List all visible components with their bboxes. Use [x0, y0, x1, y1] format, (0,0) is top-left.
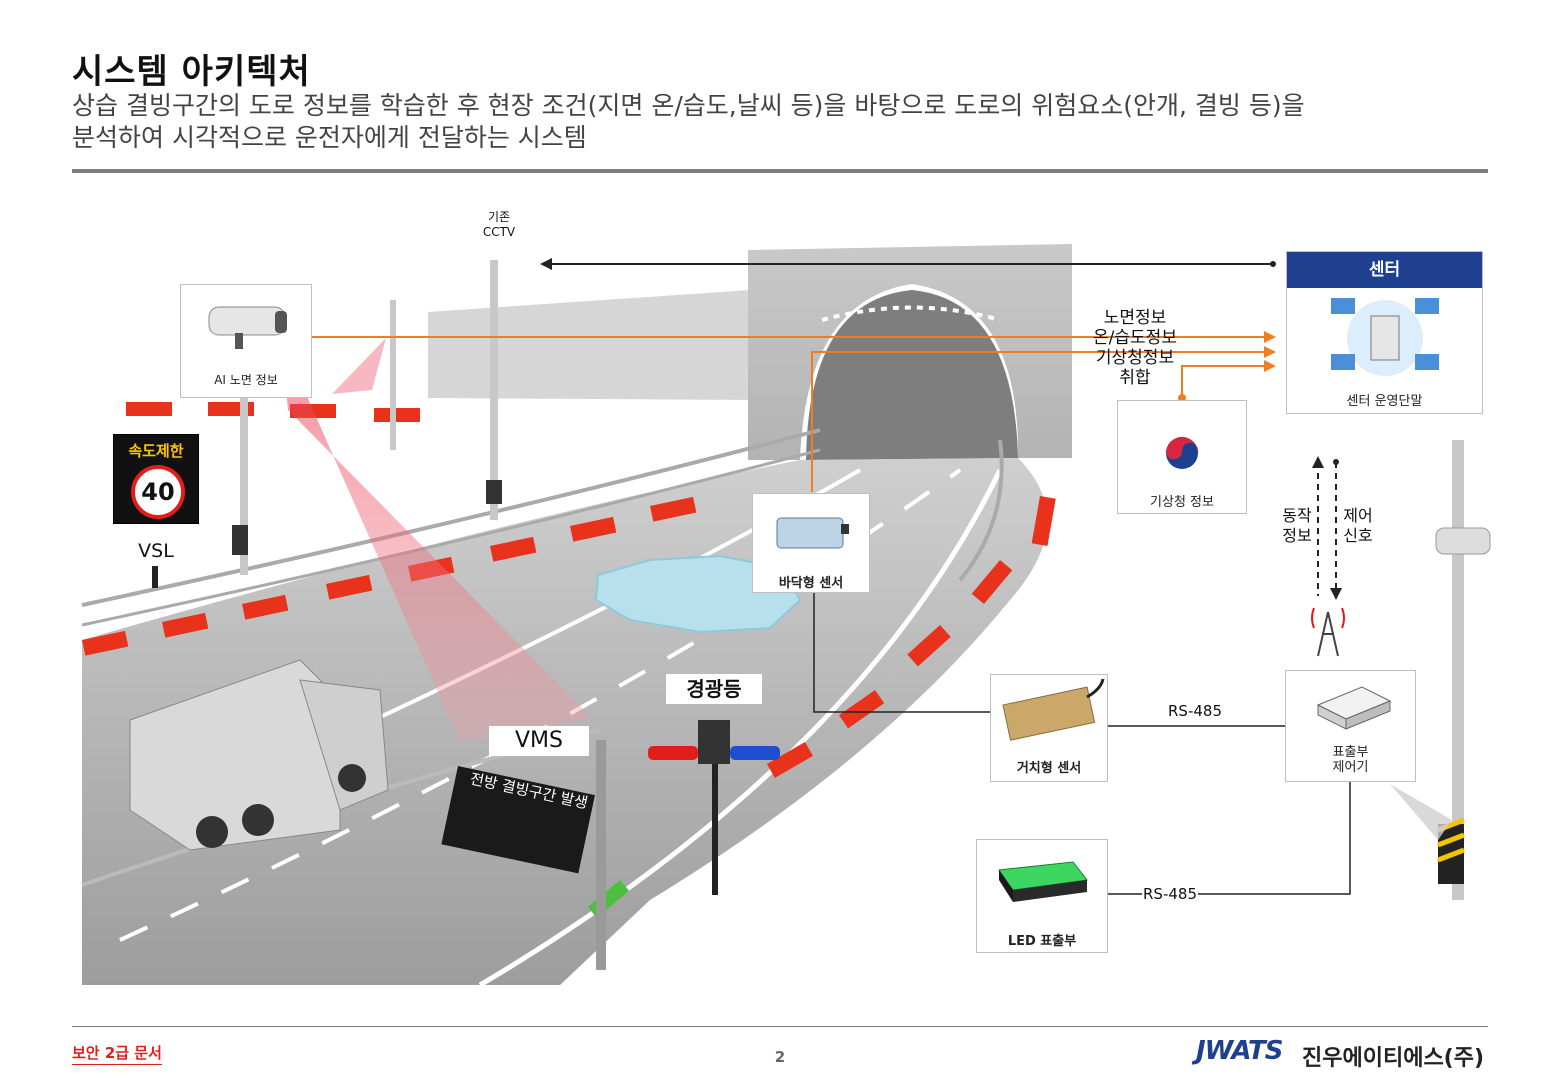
confidential-label: 보안 2급 문서	[72, 1042, 162, 1065]
background-wall	[428, 290, 750, 400]
vms-structure	[441, 766, 595, 874]
company-name: 진우에이티에스(주)	[1302, 1046, 1485, 1071]
mounted-sensor-label: 거치형 센서	[1016, 761, 1082, 776]
vsl-speed-value: 40	[131, 465, 185, 519]
collect-weather: 기상청정보	[1095, 348, 1175, 368]
weather-box: 기상청 정보	[1117, 400, 1247, 514]
floor-sensor-box: 바닥형 센서	[752, 493, 870, 593]
truck	[129, 659, 389, 851]
mounted-sensor-icon	[1002, 678, 1105, 741]
led-panel-icon	[998, 861, 1088, 902]
weather-agency-emblem-icon	[1166, 437, 1199, 469]
mounted-sensor-box: 거치형 센서	[990, 674, 1108, 782]
page-number: 2	[774, 1048, 786, 1066]
display-controller-icon	[1316, 686, 1392, 730]
controller-box: 표출부 제어기	[1285, 670, 1416, 782]
controller-label: 표출부 제어기	[1332, 745, 1369, 775]
rs485-label-1: RS-485	[1168, 702, 1222, 720]
rs485-label-2: RS-485	[1142, 885, 1198, 903]
led-display-box: LED 표출부	[976, 839, 1108, 953]
subtitle-line-2: 분석하여 시각적으로 운전자에게 전달하는 시스템	[72, 123, 587, 152]
vsl-sign: 속도제한 40	[113, 434, 199, 524]
weather-label: 기상청 정보	[1150, 495, 1214, 510]
collected-info-list: 노면정보 온/습도정보 기상청정보 취합	[1080, 308, 1190, 388]
vms-label: VMS	[489, 726, 589, 756]
subtitle-line-1: 상습 결빙구간의 도로 정보를 학습한 후 현장 조건(지면 온/습도,날씨 등…	[72, 91, 1305, 120]
collect-temp-humidity: 온/습도정보	[1093, 328, 1177, 348]
tunnel-portal	[748, 244, 1072, 460]
vsl-sign-title: 속도제한	[128, 442, 184, 460]
server-network-icon	[1331, 298, 1439, 376]
ai-camera-box: AI 노면 정보	[180, 284, 312, 398]
floor-sensor-label: 바닥형 센서	[778, 576, 844, 591]
center-caption: 센터 운영단말	[1346, 394, 1423, 409]
collect-aggregate: 취합	[1119, 368, 1151, 388]
vsl-label: VSL	[138, 540, 174, 562]
page-title: 시스템 아키텍처	[72, 52, 311, 92]
ai-camera-label: AI 노면 정보	[214, 373, 278, 387]
existing-cctv-label: 기존 CCTV	[482, 210, 516, 239]
control-signal-label: 제어 신호	[1343, 506, 1373, 545]
ice-patch	[594, 554, 802, 634]
warning-beacon	[648, 720, 780, 764]
center-header: 센터	[1287, 252, 1482, 288]
collect-road-info: 노면정보	[1103, 308, 1167, 328]
poles	[232, 260, 1491, 970]
vsl-pole	[152, 566, 158, 588]
page-subtitle: 상습 결빙구간의 도로 정보를 학습한 후 현장 조건(지면 온/습도,날씨 등…	[72, 90, 1492, 154]
floor-sensor-icon	[776, 517, 849, 549]
camera-detection-beam	[282, 338, 592, 742]
beacon-label: 경광등	[666, 674, 762, 704]
status-info-label: 동작 정보	[1282, 506, 1312, 545]
center-box: 센터 센터 운영단말	[1286, 251, 1483, 414]
header-divider	[72, 169, 1488, 173]
cctv-camera-icon	[208, 306, 287, 349]
footer-divider	[72, 1026, 1488, 1027]
company-logo: JWATS	[1196, 1036, 1284, 1066]
led-display-label: LED 표출부	[1007, 934, 1077, 949]
